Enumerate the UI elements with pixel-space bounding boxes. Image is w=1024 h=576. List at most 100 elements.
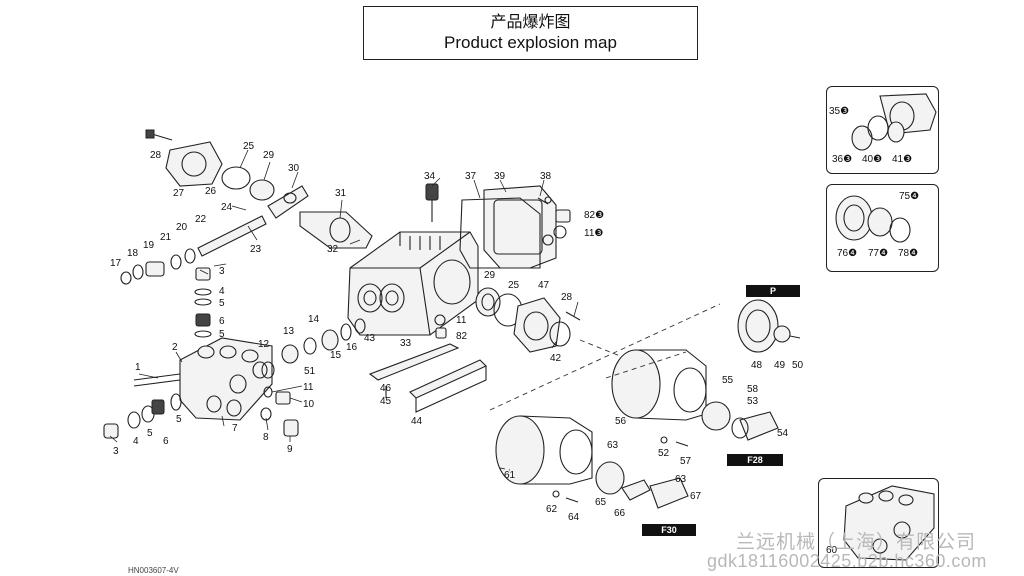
part-label-3: 3 (113, 446, 119, 457)
part-label-33: 33 (400, 338, 412, 349)
part-label-76-noted: 76❹ (837, 248, 857, 259)
part-label-4: 4 (133, 436, 139, 447)
part-label-53: 53 (747, 396, 759, 407)
assembly-lines (489, 303, 721, 471)
bearing-cover-drawing (145, 129, 223, 187)
part-label-21: 21 (160, 232, 172, 243)
pulley-drawing (737, 299, 801, 353)
part-label-43: 43 (364, 333, 376, 344)
part-label-54: 54 (777, 428, 789, 439)
title-english: Product explosion map (444, 33, 617, 52)
sight-glass-drawing (434, 314, 447, 339)
title-box: 产品爆炸图 Product explosion map (363, 6, 698, 60)
crankshaft-drawing (221, 166, 373, 249)
part-label-25: 25 (508, 280, 520, 291)
part-label-6: 6 (163, 436, 169, 447)
part-label-30: 30 (288, 163, 300, 174)
part-label-1: 1 (135, 362, 141, 373)
part-label-67: 67 (690, 491, 702, 502)
part-label-7: 7 (232, 423, 238, 434)
part-label-56: 56 (615, 416, 627, 427)
valve-stack-drawing (194, 267, 212, 338)
part-label-75-noted: 75❹ (899, 191, 919, 202)
part-label-11: 11 (303, 382, 314, 393)
inset-manifold-drawing (843, 485, 935, 561)
part-label-49: 49 (774, 360, 786, 371)
part-label-3: 3 (219, 266, 225, 277)
f28-housing-drawing (611, 349, 779, 447)
part-label-23: 23 (250, 244, 262, 255)
watermark-company: 兰远机械（上海）有限公司 (736, 531, 977, 553)
part-label-31: 31 (335, 188, 347, 199)
inset-flange-detail (826, 184, 939, 272)
part-label-11: 11 (456, 315, 467, 326)
part-label-32: 32 (327, 244, 339, 255)
leader-lines (109, 149, 579, 443)
part-label-37: 37 (465, 171, 477, 182)
part-label-36-noted: 36❸ (832, 154, 852, 165)
part-label-48: 48 (751, 360, 763, 371)
part-label-51: 51 (304, 366, 316, 377)
part-label-57: 57 (680, 456, 692, 467)
part-label-28: 28 (150, 150, 162, 161)
part-label-11-noted: 11❸ (584, 228, 603, 239)
label-layer: 1234565345657891011121314151643511718192… (110, 106, 919, 556)
part-label-62: 62 (546, 504, 558, 515)
crankcase-drawing (347, 231, 479, 336)
f30-housing-drawing (495, 415, 689, 509)
part-label-12: 12 (258, 339, 270, 350)
part-label-78-noted: 78❹ (898, 248, 918, 259)
part-label-5: 5 (176, 414, 182, 425)
part-label-10: 10 (303, 399, 315, 410)
part-label-82: 82 (456, 331, 468, 342)
part-label-35-noted: 35❸ (829, 106, 849, 117)
part-label-9: 9 (287, 444, 293, 455)
part-label-4: 4 (219, 286, 225, 297)
part-label-14: 14 (308, 314, 320, 325)
cover-bolts-drawing (537, 197, 571, 239)
part-label-29: 29 (263, 150, 275, 161)
part-label-65: 65 (595, 497, 607, 508)
title-chinese: 产品爆炸图 (490, 12, 571, 31)
inset-seal-detail (826, 86, 939, 174)
part-label-44: 44 (411, 416, 423, 427)
breather-drawing (425, 183, 439, 222)
part-label-63: 63 (607, 440, 619, 451)
plunger-drawing (120, 215, 267, 285)
part-label-66: 66 (614, 508, 626, 519)
part-label-39: 39 (494, 171, 506, 182)
part-label-13: 13 (283, 326, 295, 337)
part-label-61: 61 (504, 470, 516, 481)
part-label-40-noted: 40❸ (862, 154, 882, 165)
part-label-55: 55 (722, 375, 734, 386)
part-label-38: 38 (540, 171, 552, 182)
part-label-20: 20 (176, 222, 188, 233)
drawing-code: HN003607-4V (128, 566, 179, 575)
part-label-63: 63 (675, 474, 687, 485)
manifold-drawing (179, 337, 273, 421)
part-label-24: 24 (221, 202, 233, 213)
seal-set-drawing (261, 318, 366, 379)
part-label-58: 58 (747, 384, 759, 395)
inset-seal-drawing (851, 93, 937, 151)
part-label-15: 15 (330, 350, 342, 361)
part-label-27: 27 (173, 188, 185, 199)
part-label-64: 64 (568, 512, 580, 523)
tag-f28: F28 (727, 454, 783, 466)
part-label-52: 52 (658, 448, 670, 459)
part-label-42: 42 (550, 353, 562, 364)
part-label-34: 34 (424, 171, 436, 182)
part-label-8: 8 (263, 432, 269, 443)
part-label-5: 5 (147, 428, 153, 439)
part-label-82-noted: 82❸ (584, 210, 604, 221)
part-label-41-noted: 41❸ (892, 154, 912, 165)
tag-f30: F30 (642, 524, 696, 536)
rear-flange-drawing (513, 297, 581, 353)
part-label-28: 28 (561, 292, 573, 303)
part-label-16: 16 (346, 342, 358, 353)
inset-flange-drawing (835, 195, 911, 243)
part-label-45: 45 (380, 396, 392, 407)
part-label-47: 47 (538, 280, 550, 291)
part-label-5: 5 (219, 298, 225, 309)
watermark-site: gdk18116002425.b2b.hc360.com (707, 551, 987, 571)
